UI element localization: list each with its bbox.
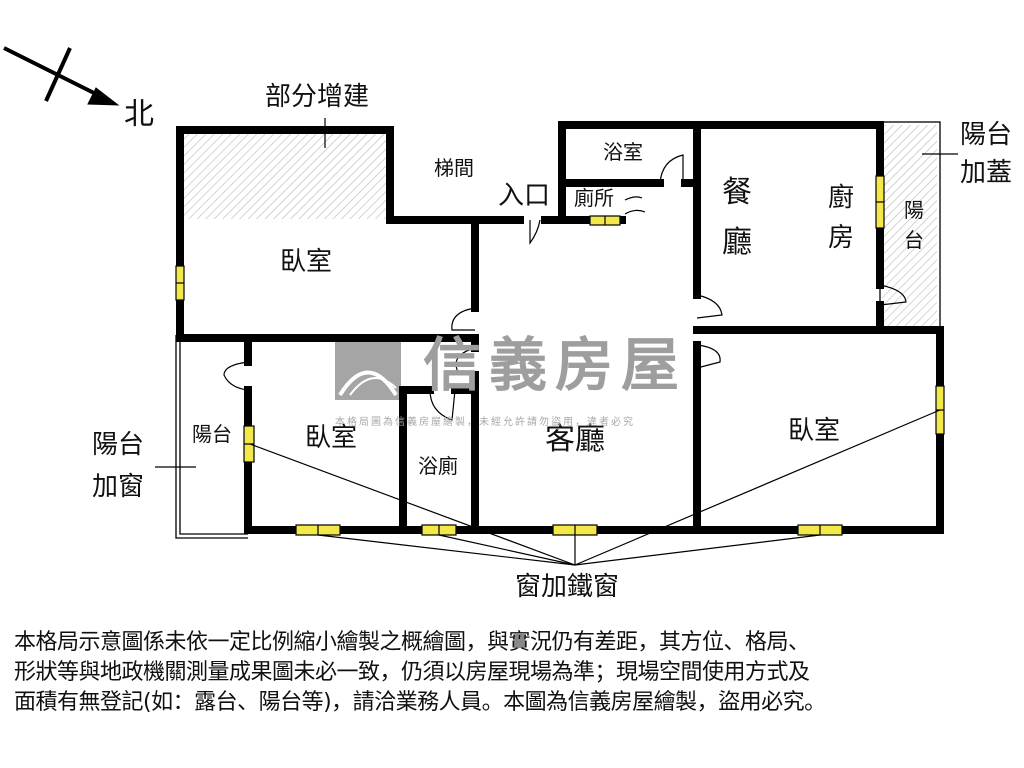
floor-plan [3,46,958,566]
door-balcony-left-icon [223,361,249,391]
covered-balcony-area [882,125,937,330]
room-kitchen-1: 廚 [828,183,855,213]
stairwell-label: 梯間 [434,156,474,180]
doors [223,154,907,421]
door-bathroom-icon [659,154,684,184]
disclaimer: 本格局示意圖係未依一定比例縮小繪製之概繪圖，與實況仍有差距，其方位、格局、 形狀… [14,628,1014,718]
balcony-windowed-label-2: 加窗 [92,472,145,502]
door-bath-toilet-icon [429,389,456,421]
room-kitchen-2: 房 [828,223,855,253]
room-balcony-right-2: 台 [904,228,924,252]
room-living: 客廳 [545,422,605,457]
door-kitchen-balcony-icon [879,284,907,306]
room-bedroom-right: 臥室 [788,416,841,446]
room-toilet: 廁所 [574,186,614,210]
disclaimer-line: 形狀等與地政機關測量成果圖未必一致，仍須以房屋現場為準；現場空間使用方式及 [14,660,810,685]
room-bedroom-top: 臥室 [280,247,333,277]
balcony-windowed-label-1: 陽台 [92,430,145,460]
watermark-notice: 本格局圖為信義房屋繪製，未經允許請勿盜用，違者必究 [335,417,635,428]
leader-lines [155,118,958,566]
room-balcony-right-1: 陽 [904,198,924,222]
door-dining-icon [696,294,723,319]
door-bedroom-right-icon [696,344,721,369]
door-bedroom-top-icon [451,307,476,331]
room-dining-2: 廳 [722,225,752,260]
disclaimer-line: 面積有無登記(如：露台、陽台等)，請洽業務人員。本圖為信義房屋繪製，盜用必究。 [14,690,826,715]
iron-window-label: 窗加鐵窗 [515,572,620,602]
room-bathroom: 浴室 [603,140,643,164]
balcony-covered-label-2: 加蓋 [960,158,1013,188]
watermark-logo-icon [335,342,401,400]
door-toilet-icon [624,196,646,215]
room-balcony-left: 陽台 [192,422,232,446]
compass-north-label: 北 [124,97,154,132]
partial-extension-label: 部分增建 [265,82,370,112]
door-living-left-icon [455,347,476,376]
room-bedroom-left: 臥室 [305,423,358,453]
balcony-covered-label-1: 陽台 [960,120,1013,150]
watermark-brand: 信義房屋 [423,331,688,399]
north-arrow-icon [3,46,120,106]
disclaimer-line: 本格局示意圖係未依一定比例縮小繪製之概繪圖，與實況仍有差距，其方位、格局、 [14,630,810,655]
door-entrance-icon [529,219,541,245]
room-bath-toilet: 浴廁 [418,454,458,478]
partial-extension-area [181,131,388,219]
room-dining-1: 餐 [722,175,752,210]
entrance-label: 入口 [498,181,551,211]
